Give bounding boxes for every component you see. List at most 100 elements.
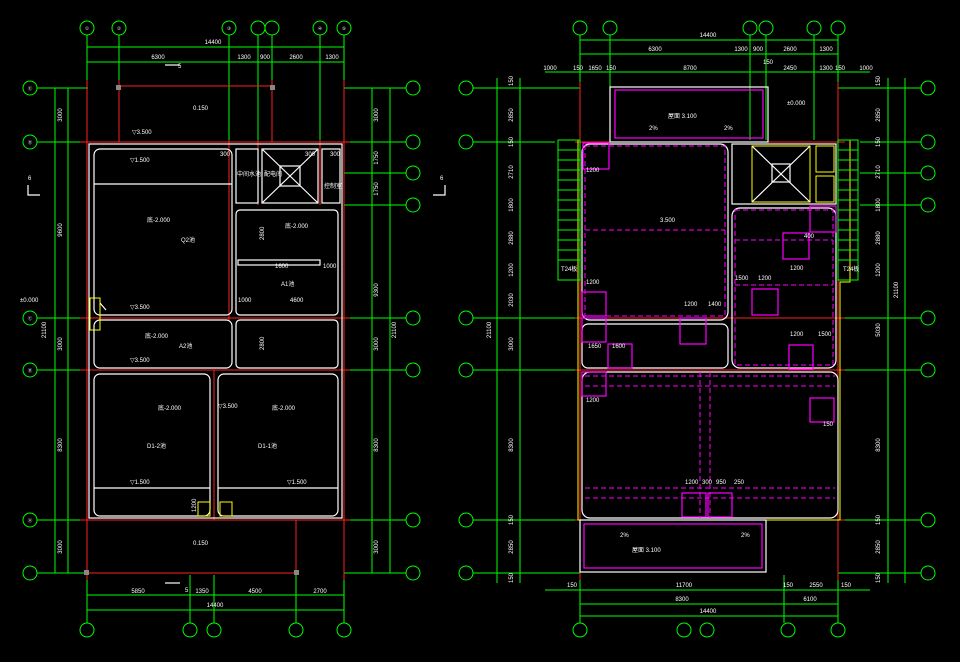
label-el6: ▽1.500 bbox=[287, 480, 307, 486]
r-right-dim-5: 1800 bbox=[876, 198, 882, 212]
label-pool-a1: A1池 bbox=[281, 280, 294, 288]
left-top-total: 14400 bbox=[205, 40, 222, 46]
r-top-dim-2: 1300 bbox=[734, 47, 748, 53]
r-top2-dim-7: 2450 bbox=[783, 66, 797, 72]
axis-a-left: Ⓐ bbox=[28, 517, 33, 524]
r-bot2-dim-2: 6100 bbox=[803, 597, 817, 603]
r-bot-dim-4: 2550 bbox=[809, 583, 823, 589]
r-top2-dim-4: 150 bbox=[606, 66, 617, 72]
r-bot-dim-3: 150 bbox=[783, 583, 794, 589]
r-bot-total: 14400 bbox=[700, 609, 717, 615]
right-dimension-lines bbox=[473, 35, 921, 623]
label-d300-c: 300 bbox=[330, 152, 341, 158]
r-d950: 950 bbox=[716, 480, 727, 486]
right-dashed-beams bbox=[584, 145, 835, 518]
left-canopies bbox=[84, 85, 299, 575]
axis-d-left: Ⓓ bbox=[28, 139, 33, 146]
label-lvl-a: 底-2.000 bbox=[147, 216, 171, 224]
right-side-dim-6: 8300 bbox=[374, 438, 380, 452]
left-bottom-dim-2: 1350 bbox=[195, 589, 209, 595]
r-stair-left: T24板 bbox=[561, 265, 577, 273]
r-slope-3: 2% bbox=[620, 533, 629, 539]
r-bot2-dim-1: 8300 bbox=[675, 597, 689, 603]
r-left-dim-6: 2880 bbox=[509, 231, 515, 245]
left-top-dim-2: 1300 bbox=[237, 55, 251, 61]
r-d1200-g: 1200 bbox=[685, 480, 699, 486]
right-side-dim-4: 9300 bbox=[374, 283, 380, 297]
right-side-dim-2: 1750 bbox=[374, 151, 380, 165]
label-pool-a2: A2池 bbox=[179, 342, 192, 350]
label-room2: 配电间 bbox=[264, 170, 282, 178]
right-openings bbox=[581, 142, 837, 518]
label-d1200: 1200 bbox=[192, 498, 198, 512]
r-right-dim-9: 8300 bbox=[876, 438, 882, 452]
r-top-roof: 屋面 3.100 bbox=[668, 113, 697, 120]
left-section-marks bbox=[27, 64, 446, 584]
label-el2: ▽1.500 bbox=[130, 158, 150, 164]
left-side-dim-3: 3000 bbox=[58, 337, 64, 351]
r-slope-2: 2% bbox=[724, 126, 733, 132]
r-left-dim-9: 3000 bbox=[509, 337, 515, 351]
label-el4: ▽3.500 bbox=[130, 358, 150, 364]
axis-1-top: ① bbox=[85, 26, 90, 31]
r-right-dim-3: 150 bbox=[876, 136, 882, 147]
r-left-dim-12: 2850 bbox=[509, 540, 515, 554]
axis-c-left: Ⓒ bbox=[28, 315, 33, 322]
r-left-dim-13: 150 bbox=[509, 572, 515, 583]
label-d1600: 1600 bbox=[275, 264, 289, 270]
r-left-dim-7: 1200 bbox=[509, 263, 515, 277]
left-side-dim-2: 9600 bbox=[58, 223, 64, 237]
r-top-dim-3: 900 bbox=[753, 47, 764, 53]
left-texts: 14400 6300 1300 900 2600 1300 5850 1350 … bbox=[20, 40, 444, 609]
left-top-dim-5: 1300 bbox=[325, 55, 339, 61]
r-right-dim-7: 1200 bbox=[876, 263, 882, 277]
label-el5: ▽1.500 bbox=[130, 480, 150, 486]
r-left-dim-2: 2850 bbox=[509, 108, 515, 122]
right-side-dim-3: 1750 bbox=[374, 182, 380, 196]
left-dimension-lines bbox=[37, 35, 406, 623]
right-outline bbox=[577, 86, 851, 573]
r-stair-right: T24板 bbox=[843, 265, 859, 273]
label-lvl-d: 底-2.000 bbox=[158, 404, 182, 412]
left-bottom-dim-3: 4500 bbox=[248, 589, 262, 595]
r-top2-dim-10: 1000 bbox=[859, 66, 873, 72]
label-el7: ▽3.500 bbox=[218, 404, 238, 410]
r-left-dim-10: 8300 bbox=[509, 438, 515, 452]
left-side-dim-4: 8300 bbox=[58, 438, 64, 452]
r-d1400: 1400 bbox=[708, 302, 722, 308]
left-side-dim-5: 3000 bbox=[58, 540, 64, 554]
section-mark-5-bottom: 5 bbox=[185, 588, 189, 594]
r-bot-dim-1: 150 bbox=[567, 583, 578, 589]
r-top-dim-1: 6300 bbox=[648, 47, 662, 53]
label-room1: 中间水池 bbox=[237, 170, 261, 178]
r-left-dim-1: 150 bbox=[509, 75, 515, 86]
right-plan: 14400 6300 1300 900 2600 1300 1000 150 1… bbox=[458, 20, 936, 638]
label-el1: ▽3.500 bbox=[132, 130, 152, 136]
r-top2-dim-8: 1300 bbox=[819, 66, 833, 72]
label-pool-q2: Q2池 bbox=[181, 236, 195, 244]
right-texts: 14400 6300 1300 900 2600 1300 1000 150 1… bbox=[487, 33, 900, 615]
label-d2800-b: 2800 bbox=[260, 336, 266, 350]
section-mark-6-right: 6 bbox=[440, 176, 444, 182]
label-lvl-b: 底-2.000 bbox=[285, 222, 309, 230]
label-lvl-c: 底-2.000 bbox=[145, 332, 169, 340]
r-left-dim-11: 150 bbox=[509, 514, 515, 525]
left-bottom-total: 14400 bbox=[207, 603, 224, 609]
label-d1000-a: 1000 bbox=[323, 264, 337, 270]
left-side-dim-1: 3000 bbox=[58, 108, 64, 122]
axis-e-left: Ⓔ bbox=[28, 85, 33, 92]
r-top2-dim-9: 150 bbox=[835, 66, 846, 72]
r-d1500-a: 1500 bbox=[735, 276, 749, 282]
r-d1200-a: 1200 bbox=[586, 168, 600, 174]
label-pool-d1-1: D1-1池 bbox=[258, 442, 277, 450]
r-right-total: 21100 bbox=[894, 281, 900, 298]
r-top2-dim-6: 150 bbox=[763, 60, 774, 66]
left-axis-letters: ① ② ③ ④ ⑤ Ⓔ Ⓓ Ⓒ Ⓑ Ⓐ bbox=[28, 26, 347, 524]
r-bottom-roof: 屋面 3.100 bbox=[632, 547, 661, 554]
left-top-dim-1: 6300 bbox=[151, 55, 165, 61]
label-d300-b: 300 bbox=[305, 152, 316, 158]
r-d1200-b: 1200 bbox=[586, 280, 600, 286]
label-el3: ▽3.500 bbox=[130, 305, 150, 311]
r-d300: 300 bbox=[702, 480, 713, 486]
